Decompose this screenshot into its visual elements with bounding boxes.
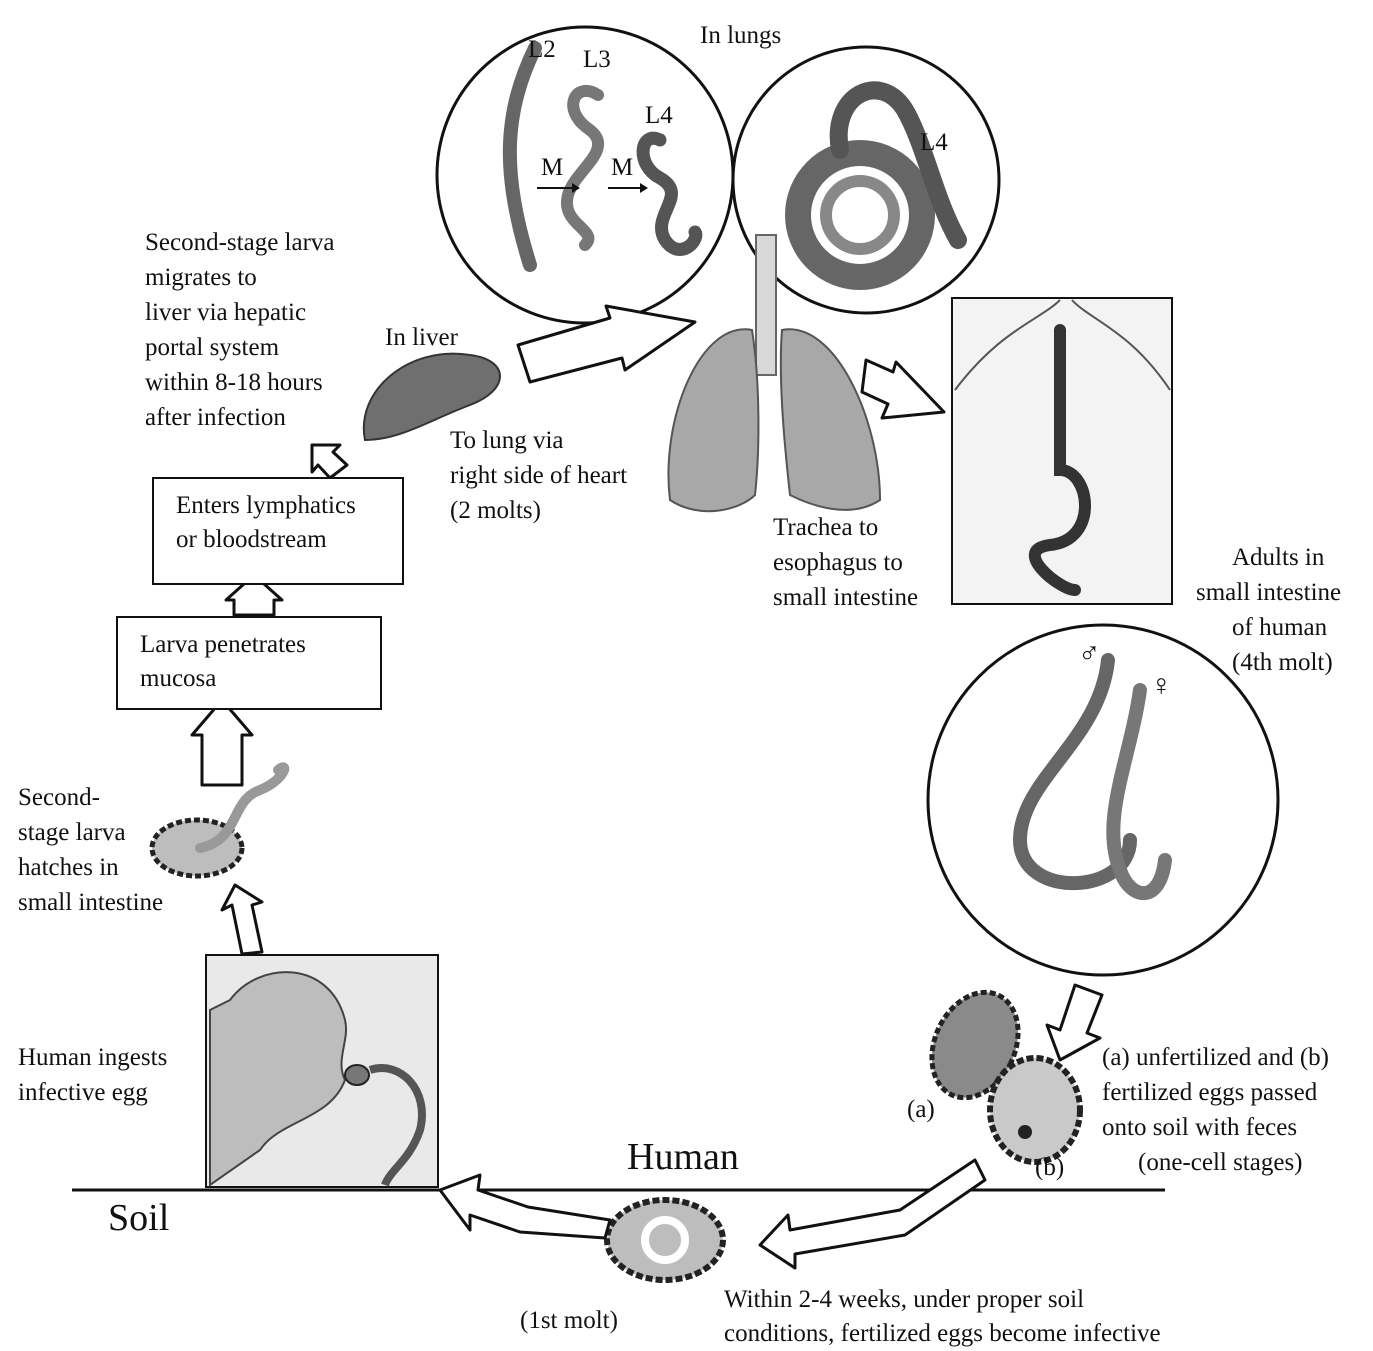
box-penetrates: Larva penetrates mucosa <box>116 616 382 710</box>
label-in-liver: In liver <box>385 320 458 355</box>
egg-fertilized <box>990 1058 1080 1162</box>
label-human: Human <box>627 1135 739 1179</box>
arrow-hatch-to-penetrate <box>192 700 252 785</box>
arrow-soil-egg-to-human <box>440 1175 610 1238</box>
label-in-lungs: In lungs <box>700 18 781 53</box>
label-l3: L3 <box>583 42 611 77</box>
label-molt-2: M <box>611 150 633 185</box>
label-egg-b: (b) <box>1035 1150 1064 1185</box>
label-soil: Soil <box>108 1196 169 1240</box>
arrow-eggs-to-soil-egg <box>760 1160 985 1268</box>
male-symbol: ♂ <box>1078 636 1101 671</box>
label-l4-a: L4 <box>645 98 673 133</box>
arrow-adults-to-eggs <box>1047 985 1102 1060</box>
label-first-molt: (1st molt) <box>520 1303 618 1338</box>
left-lung <box>668 329 758 511</box>
embryonated-egg <box>607 1200 723 1280</box>
right-lung <box>781 329 880 510</box>
label-egg-a: (a) <box>907 1092 935 1127</box>
box-lymphatics: Enters lymphatics or bloodstream <box>152 477 404 585</box>
label-l4-b: L4 <box>920 125 948 160</box>
arrow-egg-to-hatch <box>222 885 262 954</box>
arrow-lymph-to-liver <box>312 445 347 478</box>
trachea <box>756 235 776 375</box>
label-molt-1: M <box>541 150 563 185</box>
hand-egg <box>345 1065 369 1085</box>
arrow-lung-to-torso <box>862 360 944 418</box>
female-symbol: ♀ <box>1150 668 1173 703</box>
label-l2: L2 <box>528 32 556 67</box>
